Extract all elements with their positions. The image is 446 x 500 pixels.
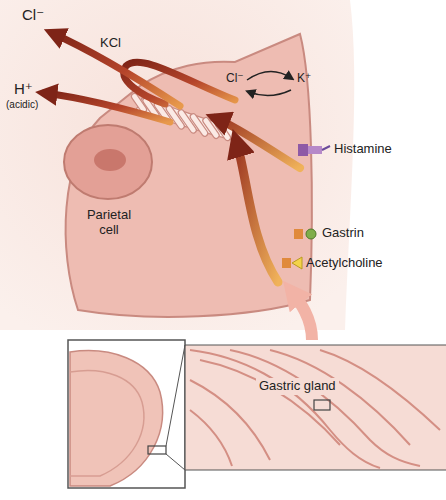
part-label: Parietal cell	[78, 208, 140, 238]
zoom-arrow	[292, 292, 312, 340]
signal-label: Acetylcholine	[306, 256, 383, 271]
secretion-arrows	[44, 33, 300, 282]
nucleus	[64, 125, 152, 199]
ion-label: H⁺	[14, 80, 33, 97]
zoom-line	[166, 454, 185, 470]
nucleolus	[94, 149, 126, 171]
exchange-arrows	[247, 71, 291, 95]
part-label: Gastric gland	[256, 378, 339, 395]
histamine-receptor	[298, 144, 330, 156]
gastric-wall-panel	[185, 345, 446, 470]
ion-label: Cl⁻	[226, 72, 244, 86]
ion-label: Cl⁻	[22, 6, 44, 23]
stomach-inset	[68, 340, 185, 488]
note-label: (acidic)	[6, 99, 38, 111]
tissue-ground	[0, 0, 354, 330]
ion-label: KCl	[100, 36, 121, 51]
signal-label: Histamine	[334, 142, 392, 157]
acetylcholine-receptor	[282, 257, 302, 269]
zoom-line	[166, 345, 185, 446]
signal-label: Gastrin	[322, 226, 364, 241]
ion-label: K⁺	[297, 72, 311, 86]
gastrin-receptor	[294, 229, 316, 239]
